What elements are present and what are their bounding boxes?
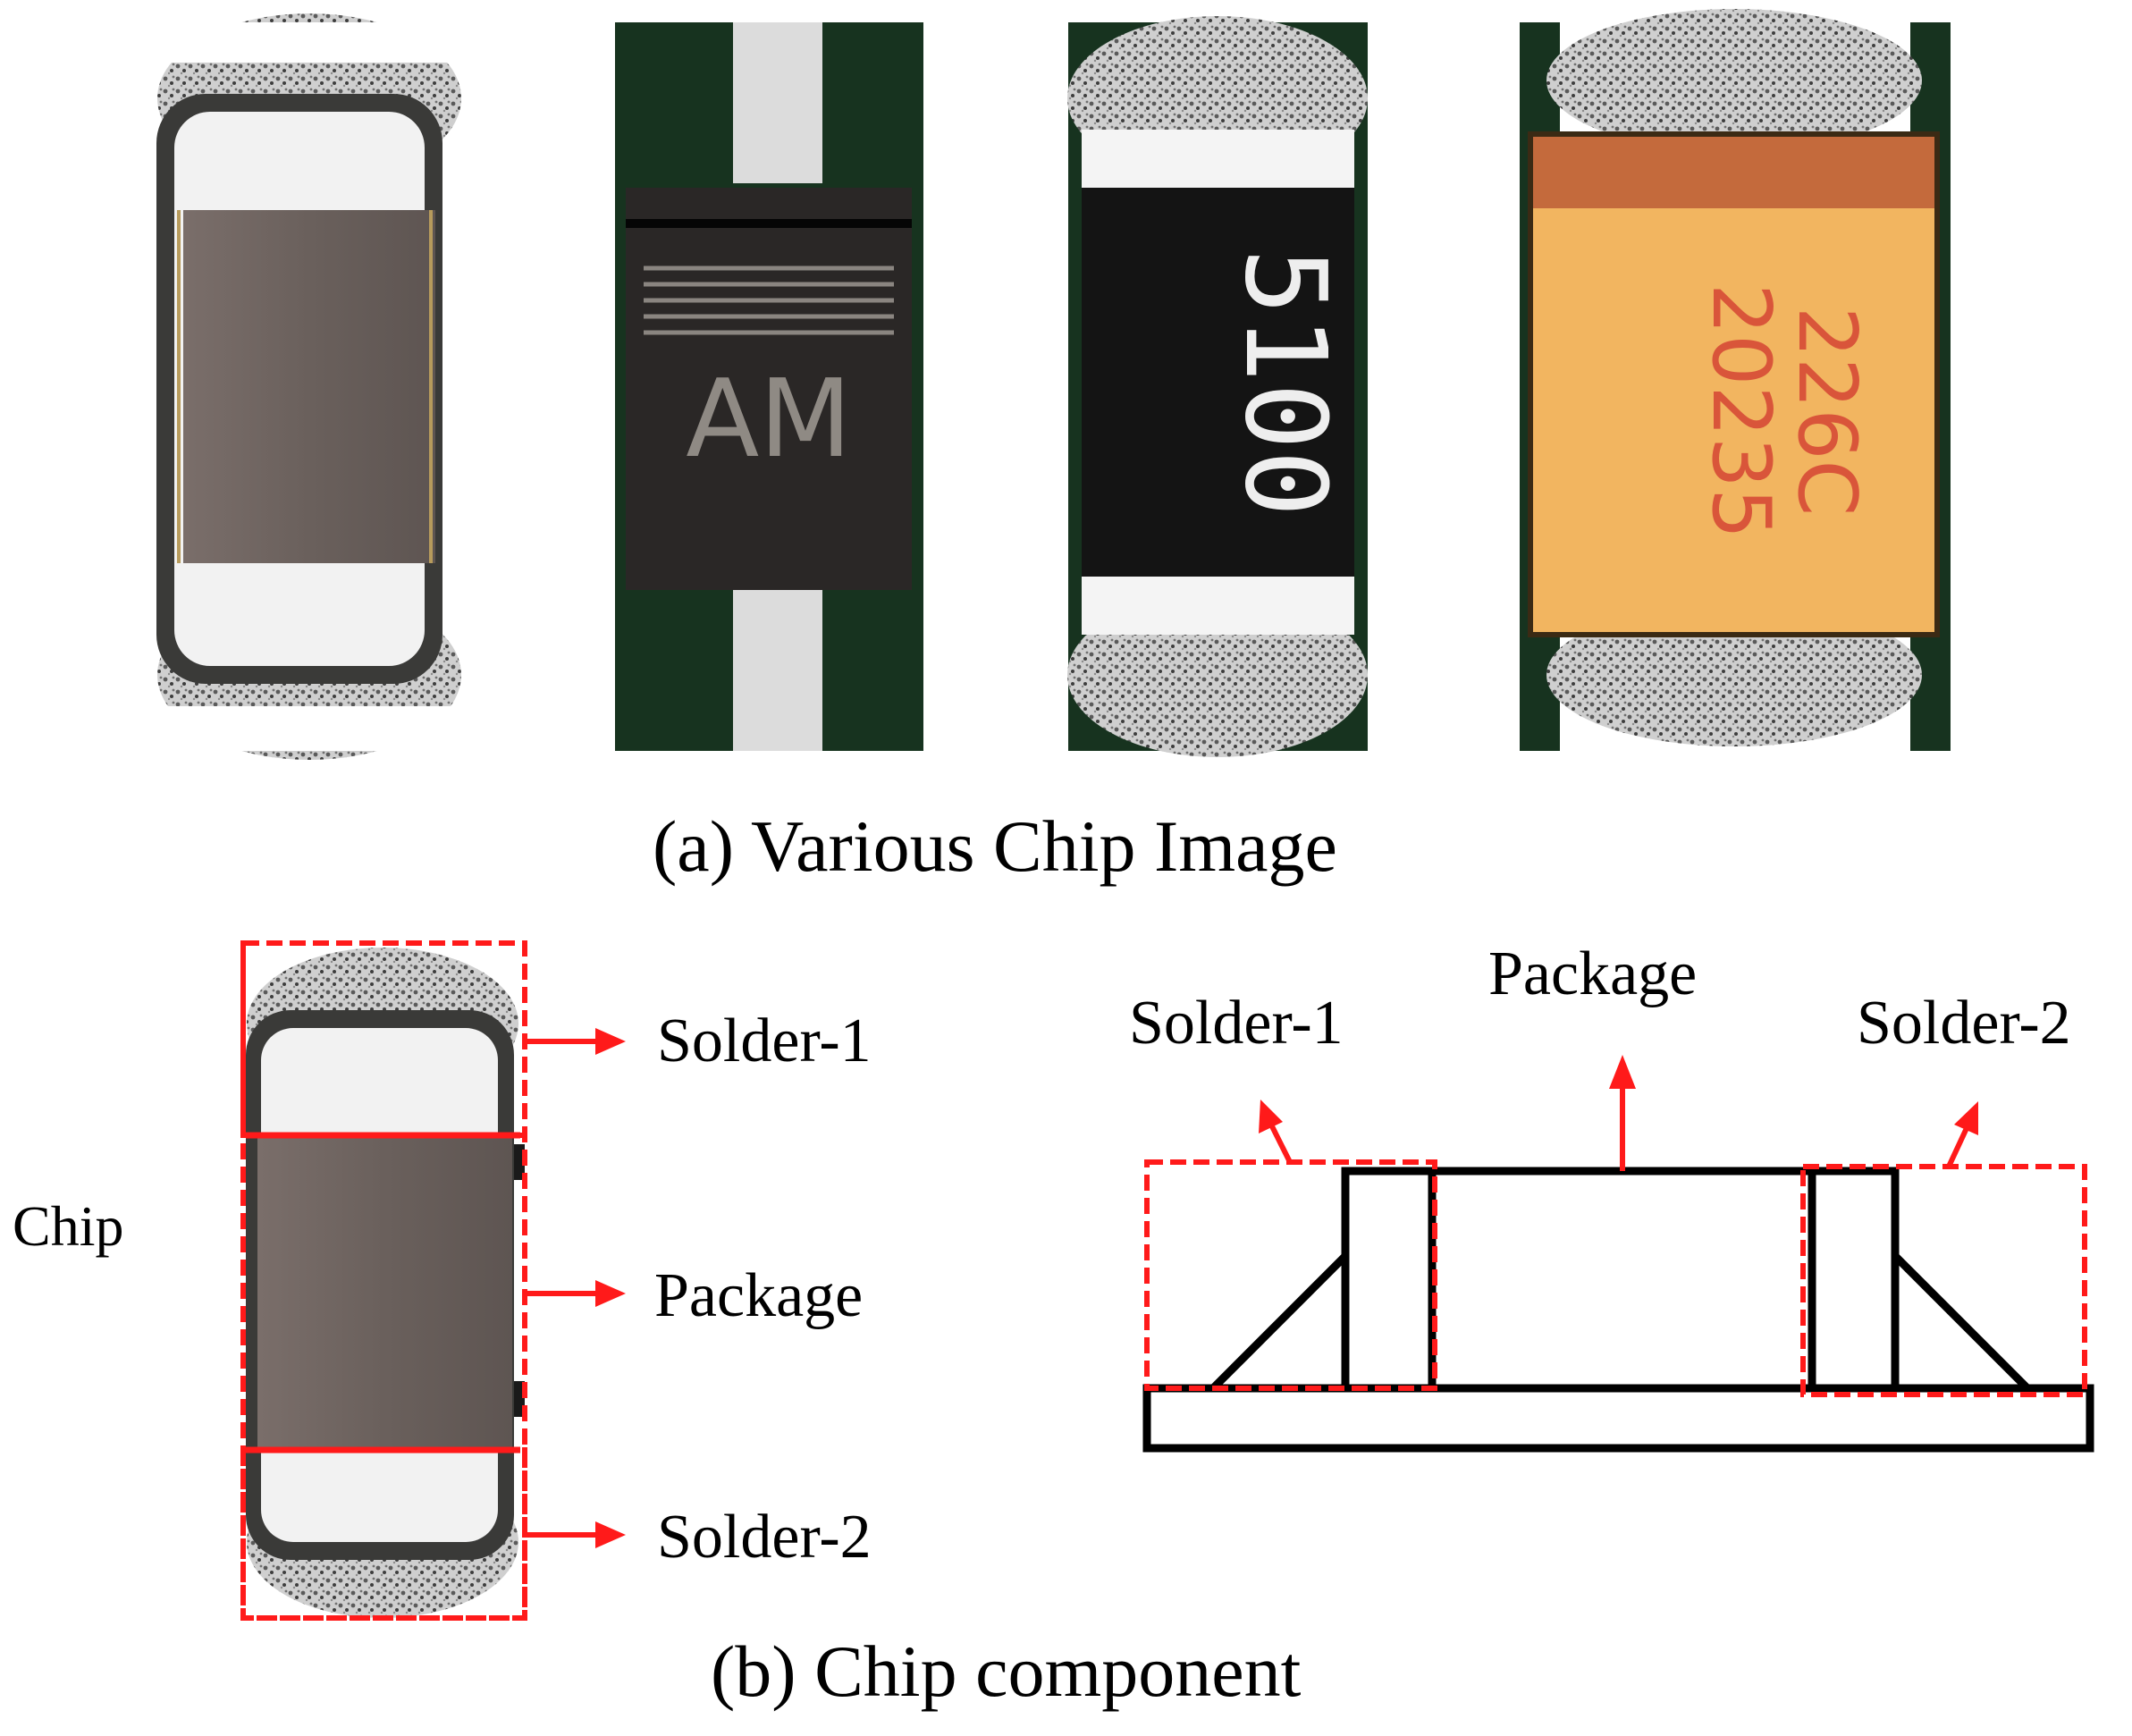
schematic-solder1-box — [1144, 1159, 1437, 1391]
pcb-board — [1142, 1384, 2094, 1453]
schematic-solder2-box — [1800, 1164, 2087, 1397]
tantalum-marking-2: 20235 — [1694, 283, 1788, 539]
schematic-solder-boxes — [1144, 1159, 2087, 1397]
solder1-label: Solder-1 — [657, 1007, 872, 1075]
schematic — [1142, 1167, 2094, 1453]
photo-diode: AM — [615, 22, 923, 751]
schematic-arrows — [1259, 1055, 1978, 1171]
photo-capacitor — [154, 13, 465, 760]
resistor-marking: 5100 — [1220, 248, 1350, 517]
photo-resistor: 5100 — [1067, 16, 1368, 757]
diagram-package-label: Package — [1488, 940, 1698, 1008]
fillet-left — [1209, 1252, 1349, 1392]
caption-a: (a) Various Chip Image — [653, 805, 1337, 887]
photo-tantalum: 226C 20235 — [1520, 9, 1951, 751]
solder2-label: Solder-2 — [657, 1503, 872, 1572]
diode-marking: AM — [686, 358, 852, 482]
caption-b: (b) Chip component — [711, 1631, 1302, 1712]
chip-separator-lines — [246, 1132, 520, 1454]
fillet-right — [1892, 1252, 2031, 1392]
chip-label: Chip — [13, 1194, 124, 1258]
tantalum-marking-1: 226C — [1780, 307, 1874, 517]
diagram-solder2-label: Solder-2 — [1857, 989, 2071, 1058]
photo-chip-annotated — [243, 943, 525, 1618]
chip-label-arrows — [525, 1028, 626, 1548]
diagram-solder1-label: Solder-1 — [1129, 989, 1344, 1058]
package-label: Package — [654, 1261, 864, 1330]
